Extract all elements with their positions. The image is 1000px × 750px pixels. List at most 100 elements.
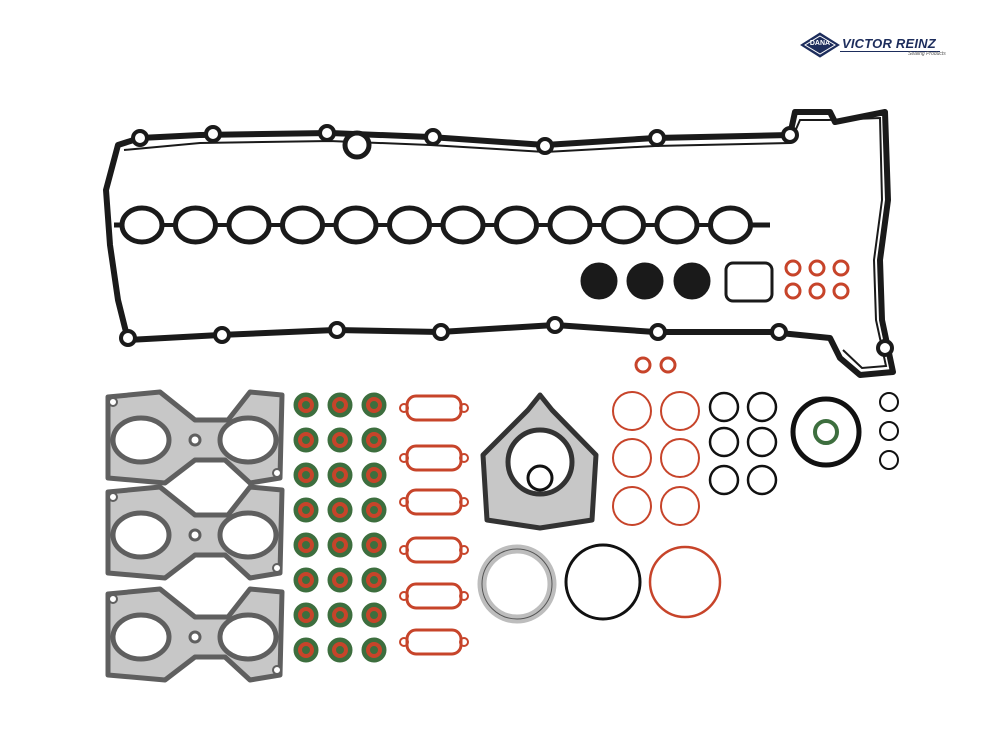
seal-lip <box>366 502 382 518</box>
bolt-hole <box>119 329 137 347</box>
intake-tab <box>459 453 469 463</box>
valve-stem-seal <box>361 427 387 453</box>
seal-lip <box>332 607 348 623</box>
intake-gasket-body <box>405 628 463 656</box>
oil-filler-hole <box>342 130 372 160</box>
seal-body <box>327 497 353 523</box>
intake-gaskets <box>399 394 469 656</box>
exhaust-bolt-hole <box>188 433 202 447</box>
exhaust-bolt-hole <box>188 630 202 644</box>
intake-tab <box>399 453 409 463</box>
valve-stem-seal <box>361 567 387 593</box>
seal-body <box>327 602 353 628</box>
intake-gasket-body <box>405 536 463 564</box>
valve-stem-seal <box>361 532 387 558</box>
valve-stem-seal <box>327 602 353 628</box>
valve-stem-seal <box>327 532 353 558</box>
exhaust-port-left <box>110 510 172 560</box>
black-o-ring <box>708 391 740 423</box>
silver-ring-edge <box>481 548 553 620</box>
large-rings <box>477 543 722 624</box>
exhaust-gasket <box>105 484 285 581</box>
valve-stem-seal <box>327 567 353 593</box>
spark-plug-hole <box>654 205 700 245</box>
copper-o-ring <box>612 438 652 478</box>
exhaust-manifold-gaskets <box>105 389 285 683</box>
copper-washer <box>659 356 677 374</box>
blanking-plug <box>673 262 711 300</box>
copper-o-ring <box>612 486 652 526</box>
intake-tab <box>399 591 409 601</box>
bolt-hole <box>424 128 442 146</box>
seal-lip <box>332 467 348 483</box>
bolt-hole <box>204 125 222 143</box>
black-o-ring <box>708 464 740 496</box>
intake-gasket-body <box>405 444 463 472</box>
seal-lip <box>366 537 382 553</box>
bolt-hole <box>318 124 336 142</box>
copper-o-ring <box>612 391 652 431</box>
spark-plug-hole <box>226 205 272 245</box>
copper-washer <box>832 282 850 300</box>
blanking-plug <box>580 262 618 300</box>
green-center-seal <box>813 419 839 445</box>
intake-gasket <box>399 444 469 472</box>
intake-tab <box>459 637 469 647</box>
intake-gasket <box>399 582 469 610</box>
spark-plug-hole <box>601 205 646 245</box>
small-black-o-ring <box>879 450 899 470</box>
seal-body <box>361 567 387 593</box>
seal-body <box>361 392 387 418</box>
intake-gasket <box>399 536 469 564</box>
intake-gasket-body <box>405 394 463 422</box>
spark-plug-hole <box>119 205 165 245</box>
seal-lip <box>366 467 382 483</box>
spark-plug-hole <box>333 205 379 245</box>
seal-lip <box>332 502 348 518</box>
valve-stem-seal <box>327 637 353 663</box>
bolt-hole <box>546 316 564 334</box>
spark-plug-hole <box>280 205 325 245</box>
exhaust-bolt-hole <box>108 492 118 502</box>
seal-body <box>293 602 319 628</box>
seal-body <box>327 532 353 558</box>
small-black-o-ring <box>879 392 899 412</box>
flange-bore <box>505 427 575 497</box>
blanking-plug <box>626 262 664 300</box>
seal-body <box>293 392 319 418</box>
seal-lip <box>298 572 314 588</box>
valve-stem-seal <box>327 392 353 418</box>
bolt-hole <box>648 129 666 147</box>
exhaust-gasket <box>105 586 285 683</box>
valve-stem-seal <box>361 392 387 418</box>
seal-lip <box>366 607 382 623</box>
exhaust-gasket <box>105 389 285 486</box>
seal-body <box>361 427 387 453</box>
seal-body <box>361 602 387 628</box>
exhaust-bolt-hole <box>272 468 282 478</box>
flange-gasket <box>480 392 599 531</box>
exhaust-port-left <box>110 612 172 662</box>
seal-body <box>293 532 319 558</box>
seal-lip <box>298 397 314 413</box>
seal-lip <box>298 502 314 518</box>
seal-body <box>293 637 319 663</box>
intake-tab <box>399 497 409 507</box>
exhaust-port-right <box>217 415 279 465</box>
o-rings <box>612 391 899 526</box>
valve-stem-seal <box>293 532 319 558</box>
intake-tab <box>459 545 469 555</box>
copper-o-ring <box>660 438 700 478</box>
seal-lip <box>298 607 314 623</box>
copper-washer <box>808 259 826 277</box>
seal-lip <box>366 642 382 658</box>
seal-body <box>293 462 319 488</box>
logo-brand-text: VICTOR REINZ <box>842 36 936 51</box>
black-o-ring <box>746 464 778 496</box>
seal-lip <box>298 467 314 483</box>
valve-stem-seal <box>293 462 319 488</box>
bolt-hole <box>781 126 799 144</box>
seal-lip <box>298 537 314 553</box>
logo-subtitle: Sealing Products <box>908 51 946 57</box>
